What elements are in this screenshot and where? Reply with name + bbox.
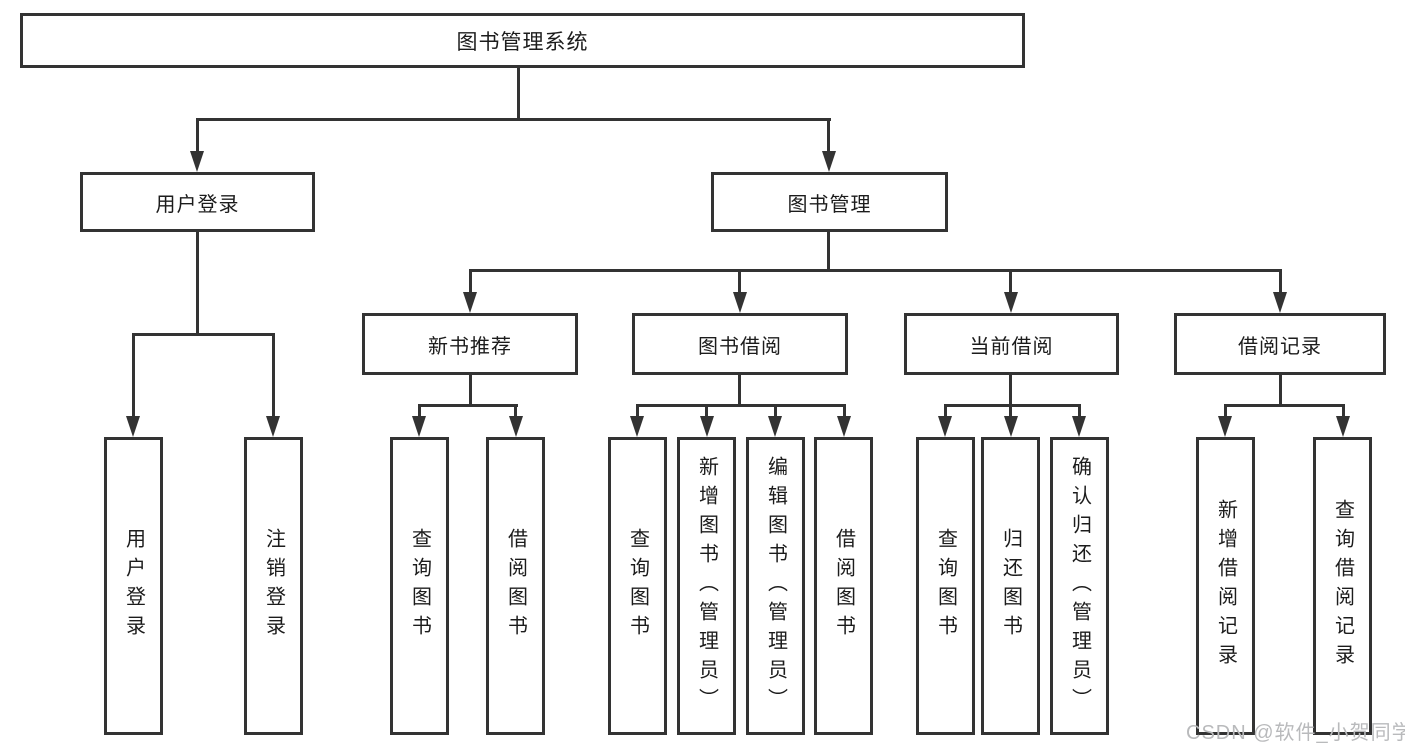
watermark: CSDN @软件_小贺同学 [1186,722,1405,744]
connector-line [196,232,199,336]
node-label: 借阅图书 [504,528,527,644]
node-label: 新增借阅记录 [1214,499,1237,673]
connector-line [1224,404,1345,407]
node-library-system: 图书管理系统 [20,13,1025,68]
connector-line [827,118,830,152]
node-leaf-return-book: 归还图书 [981,437,1040,735]
arrowhead-icon [509,416,523,437]
node-leaf-query-book-2: 查询图书 [608,437,667,735]
connector-line [1342,404,1345,417]
connector-line [272,333,275,417]
node-label: 编辑图书（管理员） [764,455,787,717]
node-leaf-add-borrow-record: 新增借阅记录 [1196,437,1255,735]
connector-line [1009,404,1012,417]
connector-line [827,232,830,272]
node-leaf-borrow-book-2: 借阅图书 [814,437,873,735]
connector-line [132,333,275,336]
connector-line [1009,375,1012,407]
arrowhead-icon [700,416,714,437]
arrowhead-icon [630,416,644,437]
node-label: 借阅记录 [1238,335,1322,358]
connector-line [418,404,518,407]
node-label: 当前借阅 [969,335,1054,358]
node-label: 用户登录 [155,193,240,216]
node-label: 用户登录 [122,528,145,644]
node-label: 查询借阅记录 [1331,499,1354,673]
node-user-login: 用户登录 [80,172,315,232]
arrowhead-icon [1336,416,1350,437]
arrowhead-icon [1004,292,1018,313]
connector-line [514,404,517,417]
connector-line [132,333,135,417]
connector-line [418,404,421,417]
connector-line [705,404,708,417]
connector-line [1009,269,1012,293]
connector-line [1279,269,1282,293]
node-label: 确认归还（管理员） [1068,455,1091,717]
arrowhead-icon [190,151,204,172]
node-label: 图书管理系统 [456,30,589,54]
node-label: 图书管理 [787,193,872,216]
node-leaf-query-borrow-record: 查询借阅记录 [1313,437,1372,735]
arrowhead-icon [412,416,426,437]
node-label: 新增图书（管理员） [695,455,718,717]
node-borrow-record: 借阅记录 [1174,313,1386,375]
node-current-borrow: 当前借阅 [904,313,1119,375]
node-label: 查询图书 [934,528,957,644]
node-leaf-edit-book-admin: 编辑图书（管理员） [746,437,805,735]
node-leaf-query-book-1: 查询图书 [390,437,449,735]
arrowhead-icon [463,292,477,313]
arrowhead-icon [1004,416,1018,437]
connector-line [1078,404,1081,417]
connector-line [738,269,741,293]
node-leaf-confirm-return-admin: 确认归还（管理员） [1050,437,1109,735]
node-label: 归还图书 [999,528,1022,644]
connector-line [469,269,1282,272]
connector-line [1279,375,1282,407]
node-leaf-user-login: 用户登录 [104,437,163,735]
connector-line [944,404,1081,407]
arrowhead-icon [266,416,280,437]
node-label: 新书推荐 [428,335,512,358]
node-leaf-borrow-book-1: 借阅图书 [486,437,545,735]
node-label: 查询图书 [626,528,649,644]
arrowhead-icon [1218,416,1232,437]
node-label: 借阅图书 [832,528,855,644]
connector-line [636,404,846,407]
node-book-management: 图书管理 [711,172,948,232]
arrowhead-icon [768,416,782,437]
connector-line [196,118,831,121]
arrowhead-icon [938,416,952,437]
node-label: 图书借阅 [698,335,782,358]
node-book-borrow: 图书借阅 [632,313,848,375]
arrowhead-icon [126,416,140,437]
connector-line [1224,404,1227,417]
connector-line [469,375,472,407]
connector-line [843,404,846,417]
connector-line [944,404,947,417]
node-leaf-query-book-3: 查询图书 [916,437,975,735]
connector-line [636,404,639,417]
node-label: 注销登录 [262,528,285,644]
node-leaf-logout: 注销登录 [244,437,303,735]
connector-line [774,404,777,417]
arrowhead-icon [837,416,851,437]
arrowhead-icon [822,151,836,172]
arrowhead-icon [1072,416,1086,437]
connector-line [517,68,520,120]
connector-line [469,269,472,293]
connector-line [196,118,199,152]
connector-line [738,375,741,407]
arrowhead-icon [733,292,747,313]
arrowhead-icon [1273,292,1287,313]
node-leaf-add-book-admin: 新增图书（管理员） [677,437,736,735]
node-label: 查询图书 [408,528,431,644]
node-new-book-recommend: 新书推荐 [362,313,578,375]
